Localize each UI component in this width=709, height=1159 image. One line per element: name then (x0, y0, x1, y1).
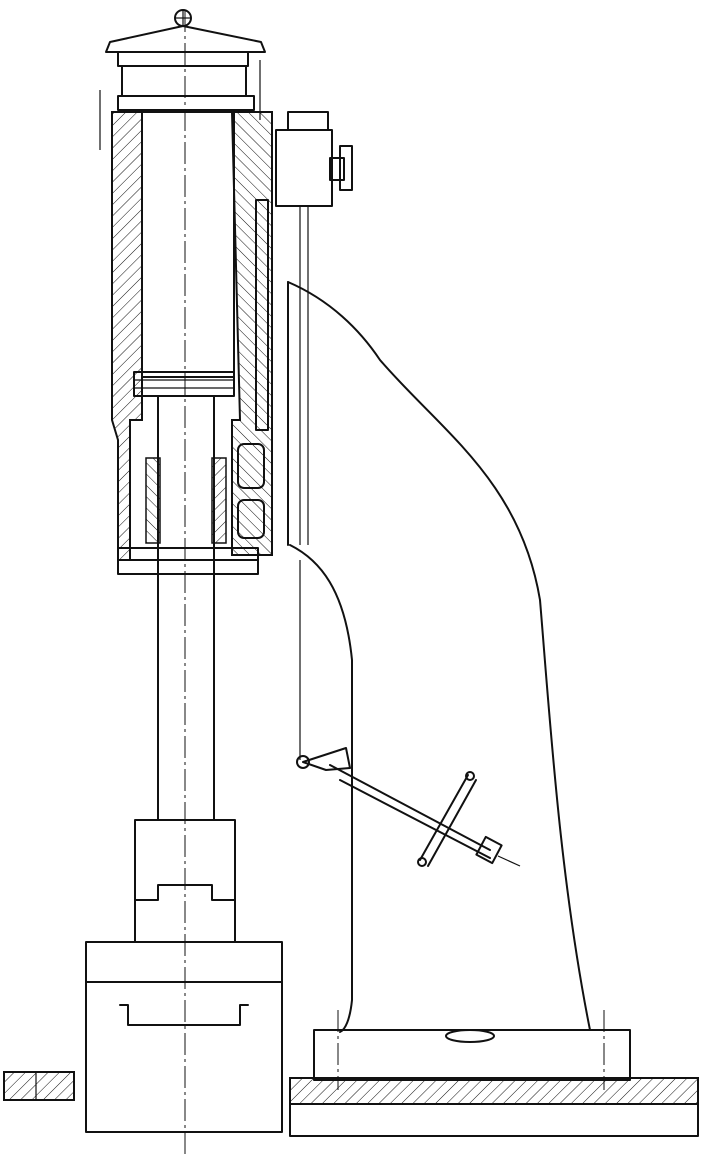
control-valve (275, 111, 353, 545)
cylinder-top-cover (105, 9, 266, 111)
anvil-block (85, 941, 283, 1133)
base-left (3, 1071, 75, 1101)
working-cylinder (99, 60, 273, 575)
hammer-frame (287, 281, 699, 1137)
ram-rod (157, 395, 215, 821)
control-linkage (296, 560, 521, 867)
